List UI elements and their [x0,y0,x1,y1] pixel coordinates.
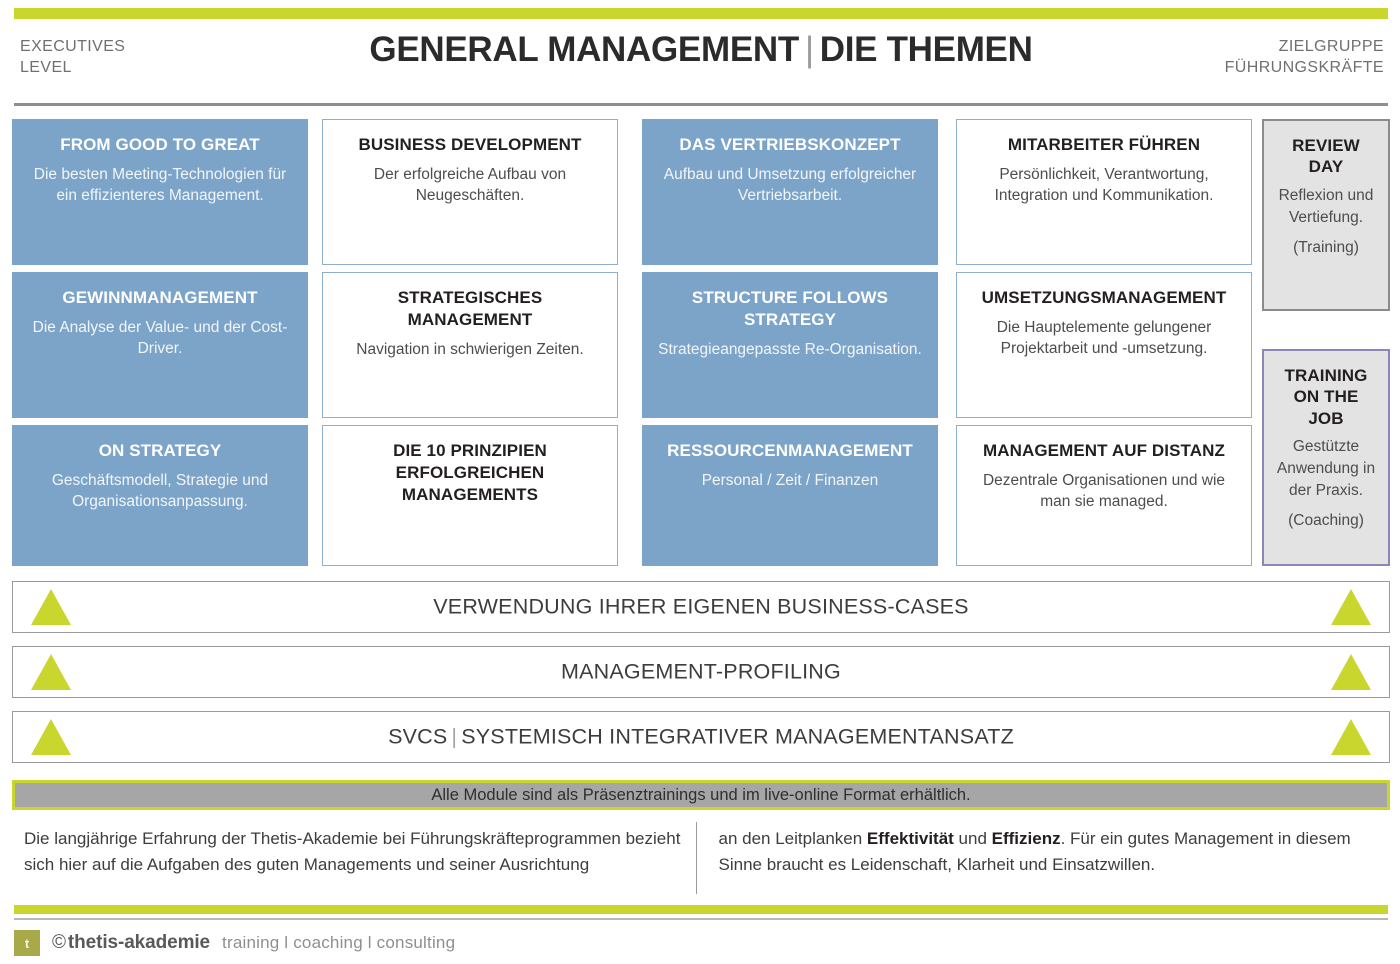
header-audience-line1: ZIELGRUPPE [1278,38,1384,55]
module-card-title: ON STRATEGY [98,441,222,460]
banner-label-pre: SVCS [388,724,448,749]
module-card-desc: Strategieangepasste Re-Organisation. [658,340,922,358]
copyright-icon: © [52,932,66,953]
triangle-icon [31,589,71,625]
header-level-line2: LEVEL [20,59,72,77]
brand-name: ©thetis-akademie [52,932,210,954]
module-card-title: UMSETZUNGSMANAGEMENT [981,288,1227,307]
triangle-icon [1331,719,1371,755]
module-card-desc: Persönlichkeit, Verantwortung, Integrati… [994,165,1214,204]
page-title: GENERAL MANAGEMENT|DIE THEMEN [14,30,1388,70]
module-card-mitarbeiter-fuehren[interactable]: MITARBEITER FÜHREN Persönlichkeit, Veran… [956,119,1252,265]
page-title-main: GENERAL MANAGEMENT [369,30,799,69]
triangle-icon [31,719,71,755]
module-card-gewinnmanagement[interactable]: GEWINNMANAGEMENT Die Analyse der Value- … [12,272,308,418]
page-title-separator: | [804,30,814,69]
banner-svcs[interactable]: SVCS|SYSTEMISCH INTEGRATIVER MANAGEMENTA… [12,711,1390,763]
module-card-desc: Der erfolgreiche Aufbau von Neugeschäfte… [373,165,567,204]
module-card-desc: Die Hauptelemente gelungener Projektarbe… [996,318,1212,357]
header-level-label: EXECUTIVES LEVEL [20,36,125,78]
module-card-desc: Gestützte Anwendung in der Praxis. [1276,437,1376,499]
banner-label: MANAGEMENT-PROFILING [561,659,841,684]
page-title-sub: DIE THEMEN [819,30,1033,69]
module-card-title: DAS VERTRIEBSKONZEPT [679,135,901,154]
format-note-bar: Alle Module sind als Präsenztrainings un… [12,780,1390,810]
banner-label: VERWENDUNG IHRER EIGENEN BUSINESS-CASES [433,594,969,619]
banner-label: SVCS|SYSTEMISCH INTEGRATIVER MANAGEMENTA… [13,725,1389,750]
module-card-title: REVIEW DAY [1292,136,1360,177]
module-grid: FROM GOOD TO GREAT Die besten Meeting-Te… [12,119,1390,566]
module-card-strategisches-management[interactable]: STRATEGISCHES MANAGEMENT Navigation in s… [322,272,618,418]
module-card-note: (Coaching) [1288,511,1364,529]
module-card-on-strategy[interactable]: ON STRATEGY Geschäftsmodell, Strategie u… [12,425,308,566]
triangle-icon [1331,589,1371,625]
module-card-umsetzungsmanagement[interactable]: UMSETZUNGSMANAGEMENT Die Hauptelemente g… [956,272,1252,418]
page-header: EXECUTIVES LEVEL GENERAL MANAGEMENT|DIE … [14,30,1388,98]
module-card-title: MANAGEMENT AUF DISTANZ [982,441,1226,460]
module-card-title: DIE 10 PRINZIPIEN ERFOLGREICHEN MANAGEME… [393,441,547,504]
description-paragraphs: Die langjährige Erfahrung der Thetis-Aka… [12,822,1390,894]
module-card-structure-follows-strategy[interactable]: STRUCTURE FOLLOWS STRATEGY Strategieange… [642,272,938,418]
module-card-title: RESSOURCENMANAGEMENT [667,441,913,460]
module-card-desc: Geschäftsmodell, Strategie und Organisat… [51,471,269,510]
module-card-desc: Die besten Meeting-Technologien für ein … [33,165,287,204]
paragraph-right-post: . Für ein gutes Management in diesem Sin… [718,829,1351,874]
module-card-die-10-prinzipien[interactable]: DIE 10 PRINZIPIEN ERFOLGREICHEN MANAGEME… [322,425,618,566]
footer-divider [14,918,1388,920]
header-audience-line2: FÜHRUNGSKRÄFTE [1224,59,1384,77]
module-card-title: BUSINESS DEVELOPMENT [358,135,582,154]
module-card-title: TRAINING ON THE JOB [1284,366,1368,428]
module-card-title: GEWINNMANAGEMENT [62,288,258,307]
module-card-business-development[interactable]: BUSINESS DEVELOPMENT Der erfolgreiche Au… [322,119,618,265]
module-card-note: (Training) [1293,238,1359,256]
module-card-desc: Navigation in schwierigen Zeiten. [356,340,584,358]
brand-label: thetis-akademie [67,932,211,953]
page-footer: t ©thetis-akademie training l coaching l… [14,926,1388,960]
module-card-review-day[interactable]: REVIEW DAY Reflexion und Vertiefung. (Tr… [1262,119,1390,311]
paragraph-right-pre: an den Leitplanken [718,829,867,848]
paragraph-right-mid: und [953,829,992,848]
description-paragraph-right: an den Leitplanken Effektivität und Effi… [695,822,1391,894]
brand-tagline: training l coaching l consulting [222,933,456,952]
thetis-logo-icon: t [14,930,40,956]
header-audience-label: ZIELGRUPPE FÜHRUNGSKRÄFTE [1225,36,1384,78]
paragraph-bold-effizienz: Effizienz [991,829,1061,848]
module-card-desc: Dezentrale Organisationen und wie man si… [982,471,1226,510]
top-green-rule [14,8,1388,19]
format-note-text: Alle Module sind als Präsenztrainings un… [431,785,971,804]
banner-management-profiling[interactable]: MANAGEMENT-PROFILING [12,646,1390,698]
banner-label-post: SYSTEMISCH INTEGRATIVER MANAGEMENTANSATZ [461,724,1014,749]
module-card-title: STRATEGISCHES MANAGEMENT [397,288,543,329]
header-level-line1: EXECUTIVES [20,38,126,55]
paragraph-bold-effektivitaet: Effektivität [866,829,954,848]
module-card-desc: Personal / Zeit / Finanzen [701,471,879,489]
module-card-management-auf-distanz[interactable]: MANAGEMENT AUF DISTANZ Dezentrale Organi… [956,425,1252,566]
bottom-green-rule [14,905,1388,914]
header-divider [14,103,1388,106]
module-card-training-on-the-job[interactable]: TRAINING ON THE JOB Gestützte Anwendung … [1262,349,1390,566]
description-paragraph-left: Die langjährige Erfahrung der Thetis-Aka… [24,829,681,874]
banner-label-separator: | [451,724,458,749]
banner-business-cases[interactable]: VERWENDUNG IHRER EIGENEN BUSINESS-CASES [12,581,1390,633]
module-card-desc: Die Analyse der Value- und der Cost-Driv… [32,318,288,357]
module-card-title: STRUCTURE FOLLOWS STRATEGY [691,288,889,329]
module-card-das-vertriebskonzept[interactable]: DAS VERTRIEBSKONZEPT Aufbau und Umsetzun… [642,119,938,265]
module-card-from-good-to-great[interactable]: FROM GOOD TO GREAT Die besten Meeting-Te… [12,119,308,265]
module-card-desc: Reflexion und Vertiefung. [1278,186,1374,226]
module-card-ressourcenmanagement[interactable]: RESSOURCENMANAGEMENT Personal / Zeit / F… [642,425,938,566]
module-card-title: FROM GOOD TO GREAT [60,135,260,154]
module-card-title: MITARBEITER FÜHREN [1007,135,1201,154]
triangle-icon [31,654,71,690]
triangle-icon [1331,654,1371,690]
module-card-desc: Aufbau und Umsetzung erfolgreicher Vertr… [663,165,917,204]
